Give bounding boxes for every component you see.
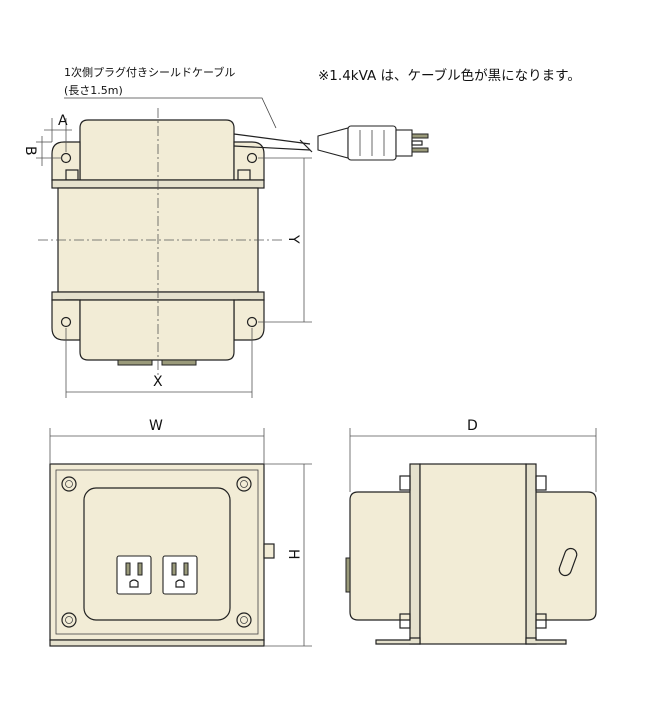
plug-ground-pin (411, 140, 423, 146)
side-core (419, 463, 527, 645)
outlet-left-slot-a (125, 562, 131, 576)
top-upper-housing (79, 119, 235, 181)
dim-w-label: W (149, 418, 163, 434)
cable-label-line1: 1次側プラグ付きシールドケーブル (64, 65, 235, 79)
plug-boot (317, 127, 349, 159)
side-bracket-right (525, 463, 537, 645)
front-screw-tl (61, 476, 77, 492)
front-panel-inner (55, 469, 259, 635)
outlet-right-ground (175, 579, 185, 588)
front-view-dimensions: W H (49, 418, 312, 647)
side-foot-left (375, 637, 421, 645)
side-left-housing (349, 491, 421, 621)
dim-d-label: D (467, 418, 478, 434)
front-screw-br (236, 612, 252, 628)
plug-prong-lower (411, 147, 429, 153)
front-screw-tr-inner (240, 480, 248, 488)
top-view-dimensions: A B Y X (22, 113, 312, 398)
front-base (49, 639, 265, 647)
cable-leader-line (64, 97, 277, 129)
top-lower-left-bracket (51, 299, 81, 341)
front-screw-tl-inner (65, 480, 73, 488)
front-cover (83, 487, 231, 621)
side-right-housing (525, 491, 597, 621)
dim-x-label: X (153, 374, 163, 390)
top-foot-right (161, 359, 197, 366)
top-lower-housing (79, 299, 235, 361)
dim-y-label: Y (285, 234, 301, 244)
side-bracket-left (409, 463, 421, 645)
plug-prong-upper (411, 133, 429, 139)
cable-break (299, 139, 313, 153)
side-bolt-br (535, 613, 547, 629)
side-foot-right (525, 637, 567, 645)
top-foot-left (117, 359, 153, 366)
cable-label-line2: (長さ1.5m) (64, 84, 123, 97)
side-slot (558, 547, 578, 577)
outlet-right-slot-a (171, 562, 177, 576)
input-cable (233, 125, 429, 161)
top-upper-right-hole (246, 152, 258, 164)
outlet-left-ground (129, 579, 139, 588)
side-bolt-tl (399, 475, 411, 491)
front-view (49, 463, 275, 647)
cable-body (233, 133, 311, 145)
top-lower-left-hole (60, 316, 72, 328)
outlet-right (162, 555, 198, 595)
plug-face (395, 129, 413, 157)
outlet-left (116, 555, 152, 595)
front-screw-bl-inner (65, 616, 73, 624)
cable-annotation: 1次側プラグ付きシールドケーブル (長さ1.5m) (64, 65, 277, 129)
side-left-tab (345, 557, 351, 593)
side-view-dimensions: D (349, 418, 597, 492)
side-bolt-bl (399, 613, 411, 629)
cable-body-lower (233, 145, 311, 151)
top-lower-right-hole (246, 316, 258, 328)
dim-b-label: B (22, 146, 38, 156)
front-screw-bl (61, 612, 77, 628)
top-view (38, 108, 285, 378)
dim-a-label: A (58, 113, 68, 129)
cable-color-note: ※1.4kVA は、ケーブル色が黒になります。 (318, 67, 581, 84)
side-bolt-tr (535, 475, 547, 491)
outlet-left-slot-b (137, 562, 143, 576)
front-panel (49, 463, 265, 641)
top-lower-right-bracket (233, 299, 265, 341)
front-screw-br-inner (240, 616, 248, 624)
outlet-right-slot-b (183, 562, 189, 576)
front-screw-tr (236, 476, 252, 492)
side-view (345, 463, 597, 645)
dim-h-label: H (285, 549, 301, 560)
front-cable-gland (263, 543, 275, 559)
